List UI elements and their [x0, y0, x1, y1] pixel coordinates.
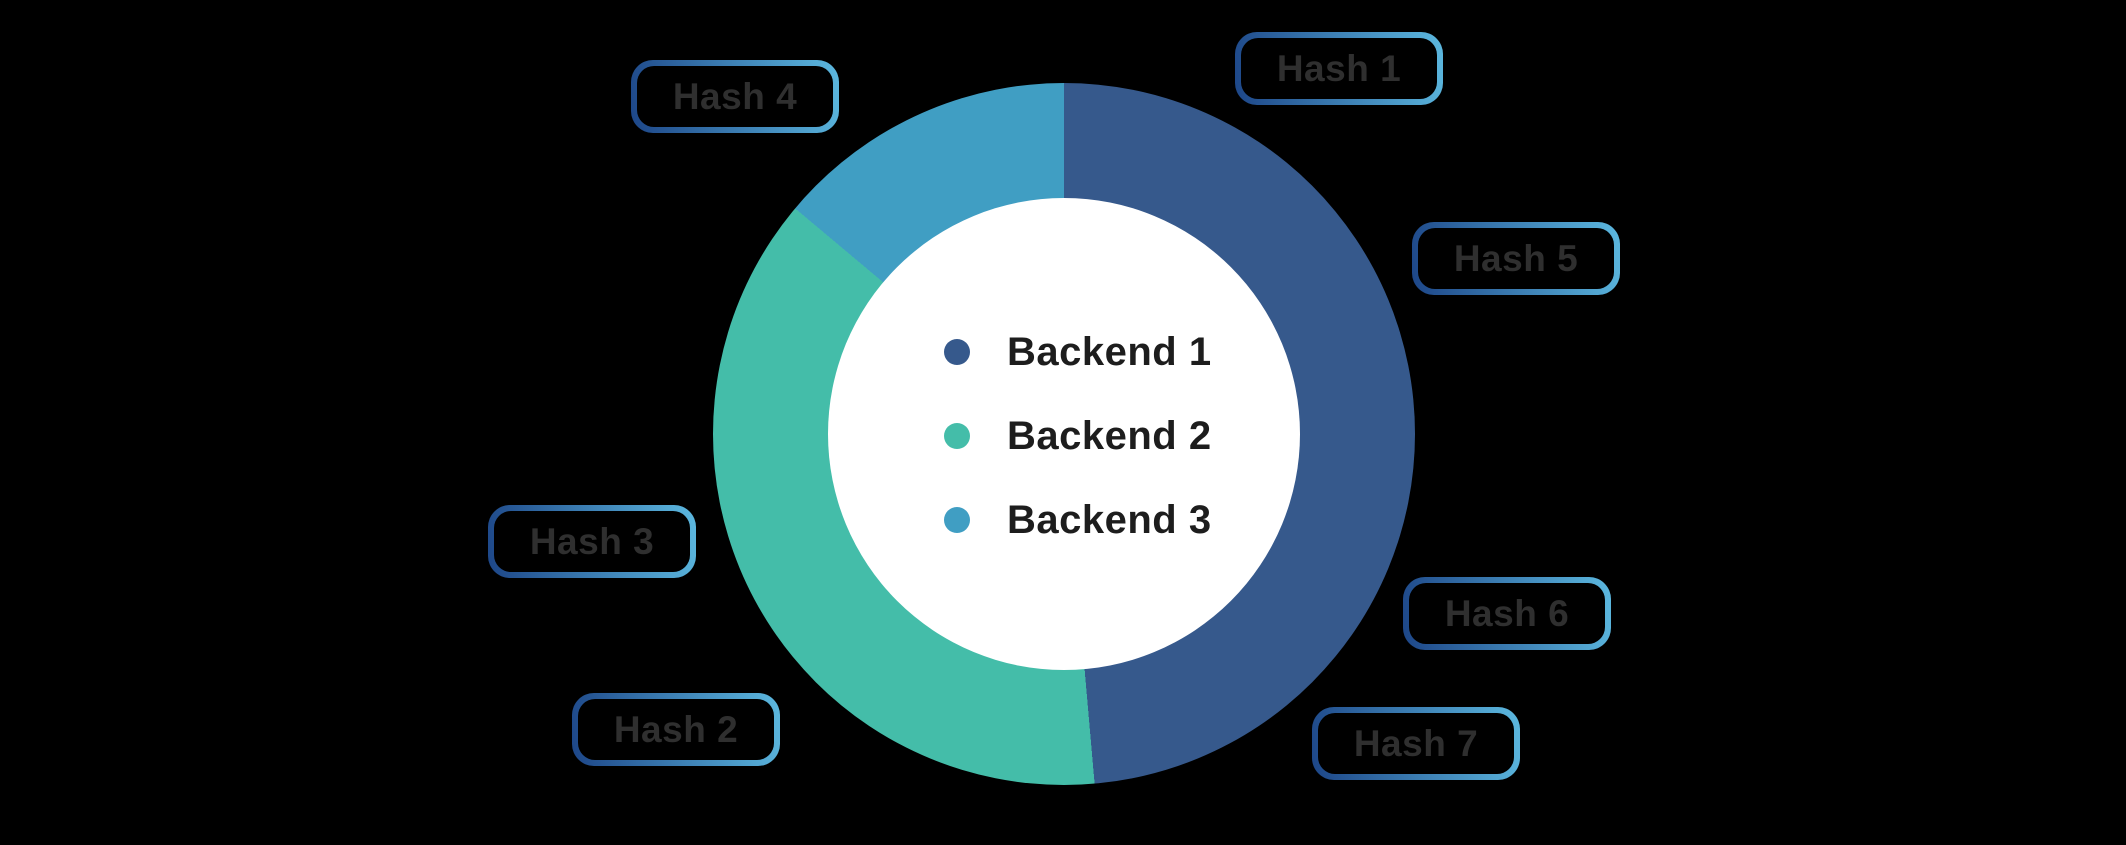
hash-node-box: Hash 1 — [1235, 32, 1443, 105]
legend-color-dot — [944, 339, 970, 365]
hash-node-box-inner: Hash 7 — [1318, 713, 1514, 774]
hash-node-box-inner: Hash 2 — [578, 699, 774, 760]
hash-node-box-inner: Hash 3 — [494, 511, 690, 572]
legend-item: Backend 2 — [944, 411, 1212, 461]
hash-node-box: Hash 3 — [488, 505, 696, 578]
hash-node-label: Hash 3 — [529, 520, 655, 562]
legend-label: Backend 1 — [1007, 329, 1212, 374]
hash-node-label: Hash 1 — [1276, 47, 1402, 89]
hash-node-box-inner: Hash 5 — [1418, 228, 1614, 289]
hash-node-box: Hash 7 — [1312, 707, 1520, 780]
hash-node-label: Hash 5 — [1453, 237, 1579, 279]
legend-label: Backend 2 — [1007, 413, 1212, 458]
hash-node-label: Hash 2 — [613, 708, 739, 750]
hash-node-label: Hash 7 — [1353, 722, 1479, 764]
chart-center-circle — [828, 198, 1300, 670]
legend-item: Backend 1 — [944, 327, 1212, 377]
legend: Backend 1 Backend 2 Backend 3 — [944, 327, 1212, 545]
hash-node-box: Hash 6 — [1403, 577, 1611, 650]
hash-node-box: Hash 4 — [631, 60, 839, 133]
legend-color-dot — [944, 423, 970, 449]
legend-item: Backend 3 — [944, 495, 1212, 545]
hash-node-box-inner: Hash 4 — [637, 66, 833, 127]
legend-color-dot — [944, 507, 970, 533]
legend-label: Backend 3 — [1007, 497, 1212, 542]
hash-node-label: Hash 6 — [1444, 592, 1570, 634]
hash-node-label: Hash 4 — [672, 75, 798, 117]
hash-ring-chart — [713, 83, 1415, 785]
hash-node-box: Hash 2 — [572, 693, 780, 766]
hash-node-box-inner: Hash 1 — [1241, 38, 1437, 99]
hash-node-box-inner: Hash 6 — [1409, 583, 1605, 644]
hash-node-box: Hash 5 — [1412, 222, 1620, 295]
